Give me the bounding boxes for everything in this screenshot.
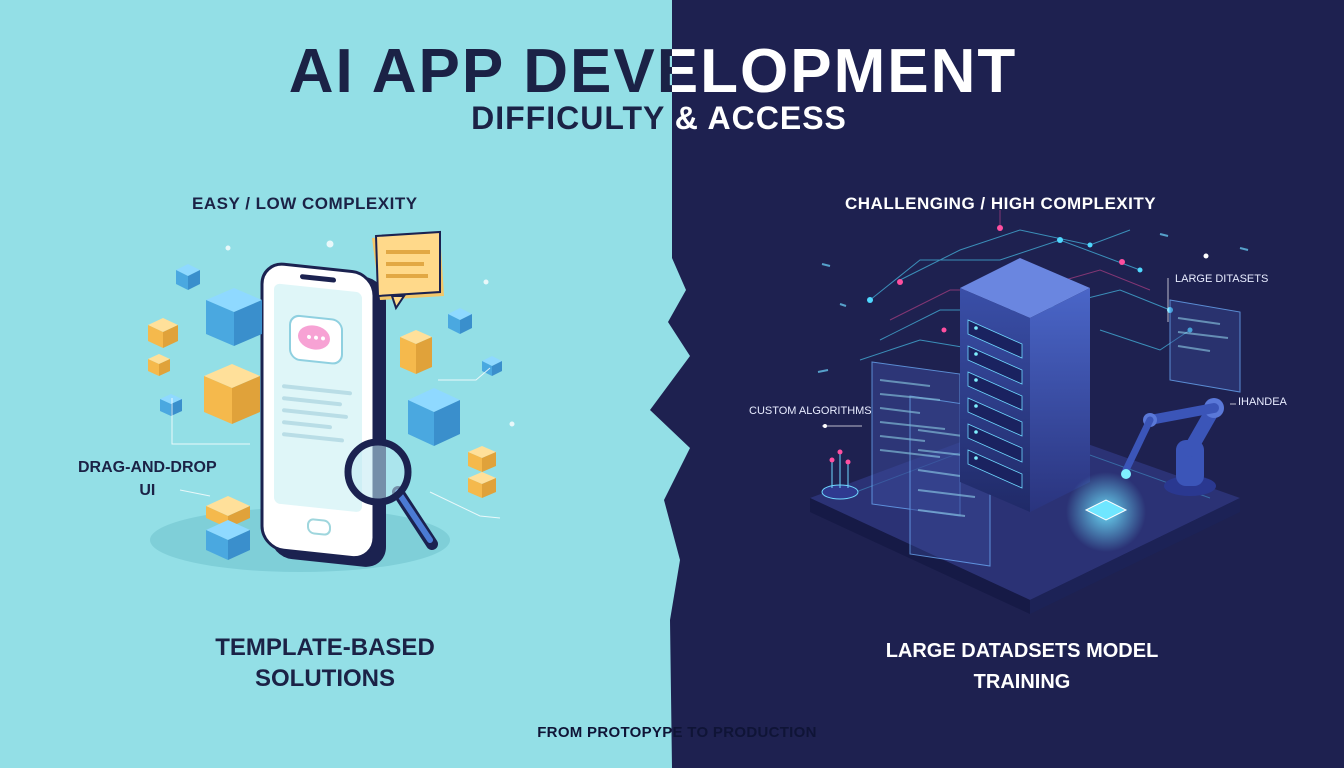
- floating-cubes: [148, 264, 502, 560]
- footer-tagline: FROM PROTOPYPE TO PRODUCTION: [537, 724, 817, 741]
- page-subtitle: DIFFICULTY & ACCESS: [471, 100, 847, 136]
- challenging-heading: CHALLENGING / HIGH COMPLEXITY: [845, 194, 1157, 213]
- server-illustration: [810, 210, 1249, 614]
- robot-arm: [1121, 398, 1224, 496]
- large-datasets-callout: LARGE DITASETS: [1175, 273, 1269, 285]
- side-callout: IHANDEA: [1238, 396, 1287, 408]
- magnifier-icon: [344, 438, 438, 550]
- drag-and-drop-callout-line2: UI: [139, 482, 156, 499]
- model-training-caption: LARGE DATADSETS MODEL TRAINING: [885, 640, 1159, 693]
- page-title: AI APP DEVELOPMENT: [288, 37, 1018, 106]
- easy-heading: EASY / LOW COMPLEXITY: [192, 194, 418, 213]
- custom-algorithms-callout: CUSTOM ALGORITHMS: [749, 405, 872, 417]
- drag-and-drop-callout: DRAG-AND-DROP UI: [78, 456, 217, 502]
- sensor-pod: [821, 449, 859, 500]
- page-subtitle-right-half: DIFFICULTY & ACCESS: [672, 100, 847, 136]
- drag-and-drop-callout-line1: DRAG-AND-DROP: [78, 459, 217, 476]
- page-title-right-half: AI APP DEVELOPMENT: [523, 37, 1018, 106]
- template-caption: TEMPLATE-BASED SOLUTIONS: [215, 634, 435, 692]
- chat-bubble-icon: [372, 230, 444, 311]
- left-connector-lines: [171, 240, 515, 519]
